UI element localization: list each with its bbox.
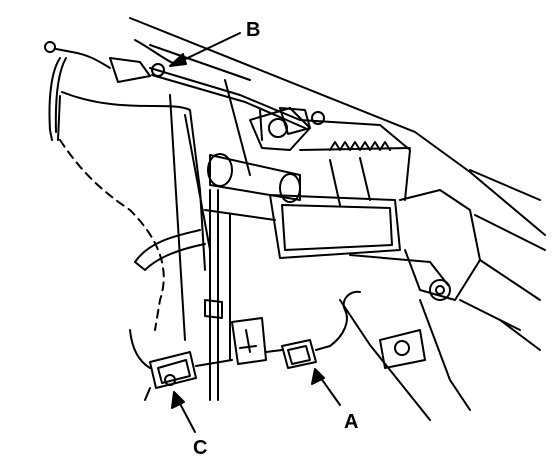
harness-clamp [134, 189, 276, 401]
right-mount-bracket [339, 299, 471, 421]
callout-label-c: C [193, 437, 208, 459]
sensor-b-harness [44, 39, 325, 141]
arrow-b [174, 32, 241, 65]
connector-c [129, 329, 233, 401]
callout-label-a: A [344, 411, 359, 433]
heater-unit [207, 107, 546, 351]
dashboard-panel [57, 17, 546, 341]
connector-a [265, 290, 361, 369]
connector-mount-plate [231, 317, 267, 365]
callout-arrows [169, 32, 341, 433]
dashed-harness [59, 139, 165, 331]
serrated-bracket [329, 141, 391, 151]
callout-label-b: B [246, 19, 261, 41]
